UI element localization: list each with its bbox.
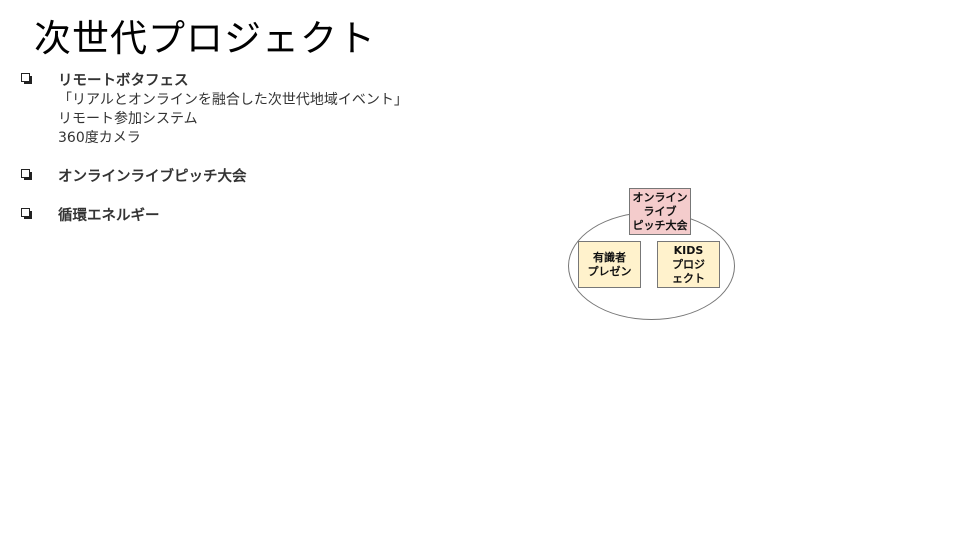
item-title-pitch: オンラインライブピッチ大会: [58, 169, 247, 185]
diagram-box-experts: 有識者 プレゼン: [578, 241, 641, 288]
diagram-box-pitch: オンライン ライブ ピッチ大会: [629, 188, 691, 235]
bullet-icon: [21, 73, 32, 84]
diagram-box-experts-label: 有識者 プレゼン: [587, 250, 632, 278]
bullet-icon: [21, 169, 32, 180]
item-detail: リモート参加システム: [58, 111, 198, 127]
slide-title: 次世代プロジェクト: [34, 17, 376, 60]
item-title-energy: 循環エネルギー: [58, 208, 160, 224]
item-title-remote-fes: リモートボタフェス: [58, 73, 189, 89]
item-detail: 「リアルとオンラインを融合した次世代地域イベント」: [58, 92, 408, 108]
item-detail: 360度カメラ: [58, 130, 141, 146]
diagram-box-pitch-label: オンライン ライブ ピッチ大会: [632, 190, 688, 232]
project-diagram: オンライン ライブ ピッチ大会 有識者 プレゼン KIDS プロジ ェクト: [566, 186, 740, 326]
bullet-icon: [21, 208, 32, 219]
diagram-box-kids-label: KIDS プロジ ェクト: [672, 243, 705, 285]
diagram-box-kids: KIDS プロジ ェクト: [657, 241, 720, 288]
